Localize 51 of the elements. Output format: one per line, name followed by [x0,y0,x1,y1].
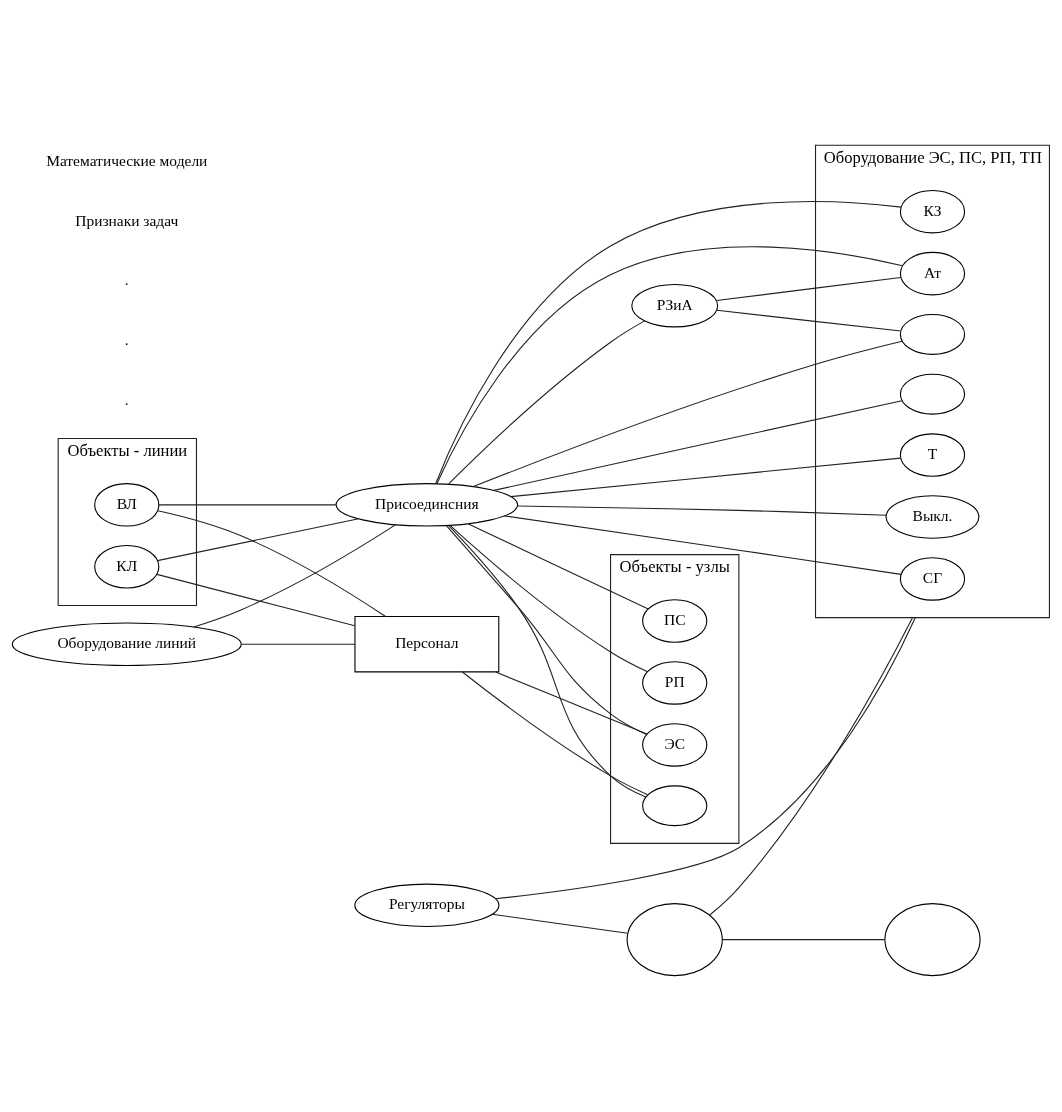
connector [503,515,902,575]
connector [716,276,902,302]
connector [721,939,886,941]
node-ellipse: Т [899,433,966,477]
node-ellipse: ПС [642,599,708,643]
connector [156,573,356,627]
node-ellipse: РЗиА [631,283,719,328]
label: . [124,271,129,289]
connector [510,457,902,498]
connector [435,201,902,485]
connector [495,671,648,735]
connector [449,525,648,673]
connector [156,518,360,562]
node-circle [626,903,723,977]
node-ellipse: Регуляторы [354,883,500,928]
node-ellipse: КЗ [899,189,966,234]
connector [517,505,887,516]
node-circle [899,373,966,415]
node-circle [884,903,981,977]
label: Признаки задач [75,211,179,229]
node-ellipse: ЭС [642,723,708,767]
connector [461,671,649,796]
connector [467,523,649,610]
connector [493,400,903,491]
node-ellipse: Оборудование линий [11,622,242,666]
node-ellipse: СГ [899,557,966,601]
connector [193,524,396,628]
connector [448,524,647,798]
label: . [124,331,129,349]
node-ellipse: РП [642,661,708,705]
node-ellipse: ВЛ [94,483,160,527]
connector [491,913,629,934]
connector [716,309,902,332]
node-ellipse: Присоединсния [335,483,519,527]
connector [472,340,903,488]
connector [709,617,914,916]
node-box: Персонал [354,616,500,673]
connector [448,320,646,485]
connector [436,246,904,485]
node-ellipse: КЛ [94,545,160,589]
connector [446,525,648,735]
node-circle [899,314,966,355]
node-circle [642,785,708,827]
connector [157,510,387,617]
label: Математические модели [46,151,208,169]
connector [158,504,337,506]
connector [495,617,916,900]
label: . [124,390,129,408]
node-ellipse: Ат [899,251,966,296]
node-ellipse: Выкл. [885,495,980,539]
connector [240,643,356,645]
